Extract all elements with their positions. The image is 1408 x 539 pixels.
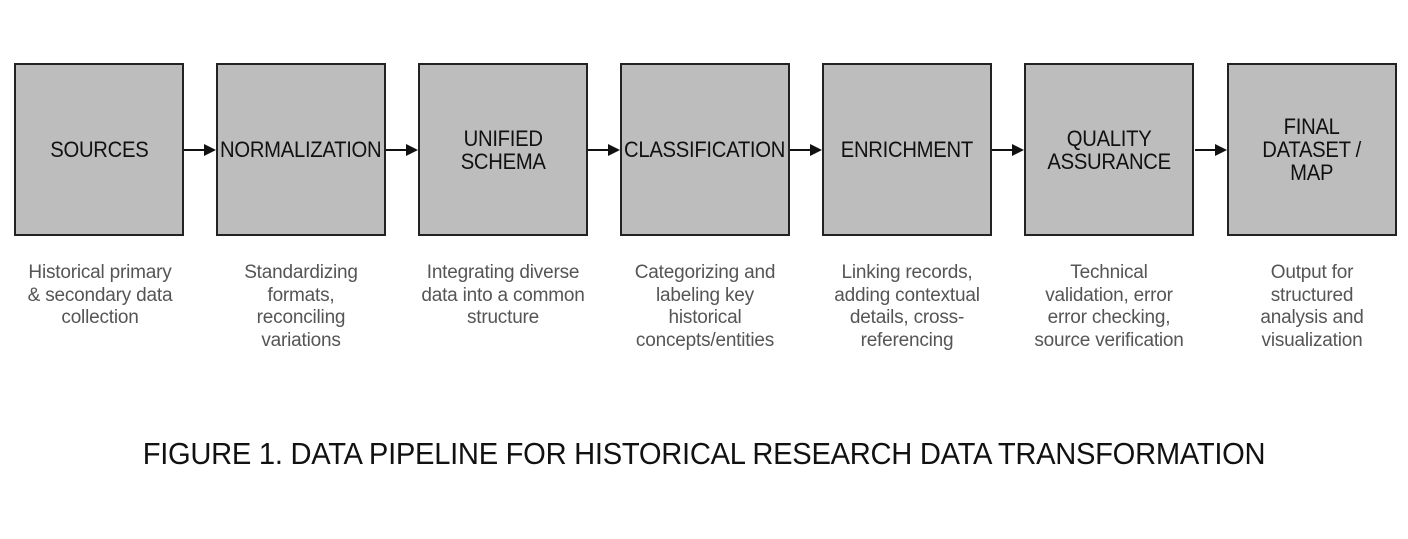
stage-label: FINAL DATASET / MAP [1262, 114, 1362, 185]
stage-box: ENRICHMENT [822, 63, 992, 236]
stage-label: CLASSIFICATION [624, 137, 786, 162]
arrow-right-icon [1195, 144, 1227, 156]
stage-box: SOURCES [14, 63, 184, 236]
stage-description: Historical primary & secondary data coll… [27, 262, 173, 328]
stage-label: QUALITY ASSURANCE [1047, 125, 1171, 174]
stage-quality-assurance: QUALITY ASSURANCE [1024, 63, 1194, 236]
stage-description: Technical validation, error error checki… [1034, 262, 1184, 351]
stage-box: NORMALIZATION [216, 63, 386, 236]
stage-box: FINAL DATASET / MAP [1227, 63, 1397, 236]
arrow-right-icon [588, 144, 620, 156]
stage-enrichment: ENRICHMENT [822, 63, 992, 236]
stage-classification: CLASSIFICATION [620, 63, 790, 236]
stage-unified-schema: UNIFIED SCHEMA [418, 63, 588, 236]
arrow-right-icon [790, 144, 822, 156]
stage-normalization: NORMALIZATION [216, 63, 386, 236]
stage-label: UNIFIED SCHEMA [460, 125, 546, 174]
stage-label: SOURCES [49, 137, 149, 162]
stage-final-dataset: FINAL DATASET / MAP [1227, 63, 1397, 236]
stage-description: Integrating diverse data into a common s… [421, 262, 585, 328]
stage-box: CLASSIFICATION [620, 63, 790, 236]
stage-description: Linking records, adding contextual detai… [834, 262, 980, 351]
stage-description: Standardizing formats, reconciling varia… [244, 262, 358, 351]
stage-label: ENRICHMENT [840, 137, 974, 162]
stage-label: NORMALIZATION [220, 137, 382, 162]
arrow-right-icon [386, 144, 418, 156]
stage-description: Categorizing and labeling key historical… [634, 262, 776, 351]
stage-description: Output for structured analysis and visua… [1260, 262, 1364, 351]
arrow-right-icon [184, 144, 216, 156]
stage-box: UNIFIED SCHEMA [418, 63, 588, 236]
figure-caption: FIGURE 1. DATA PIPELINE FOR HISTORICAL R… [142, 436, 1266, 471]
stage-sources: SOURCES [14, 63, 184, 236]
arrow-right-icon [992, 144, 1024, 156]
stage-box: QUALITY ASSURANCE [1024, 63, 1194, 236]
